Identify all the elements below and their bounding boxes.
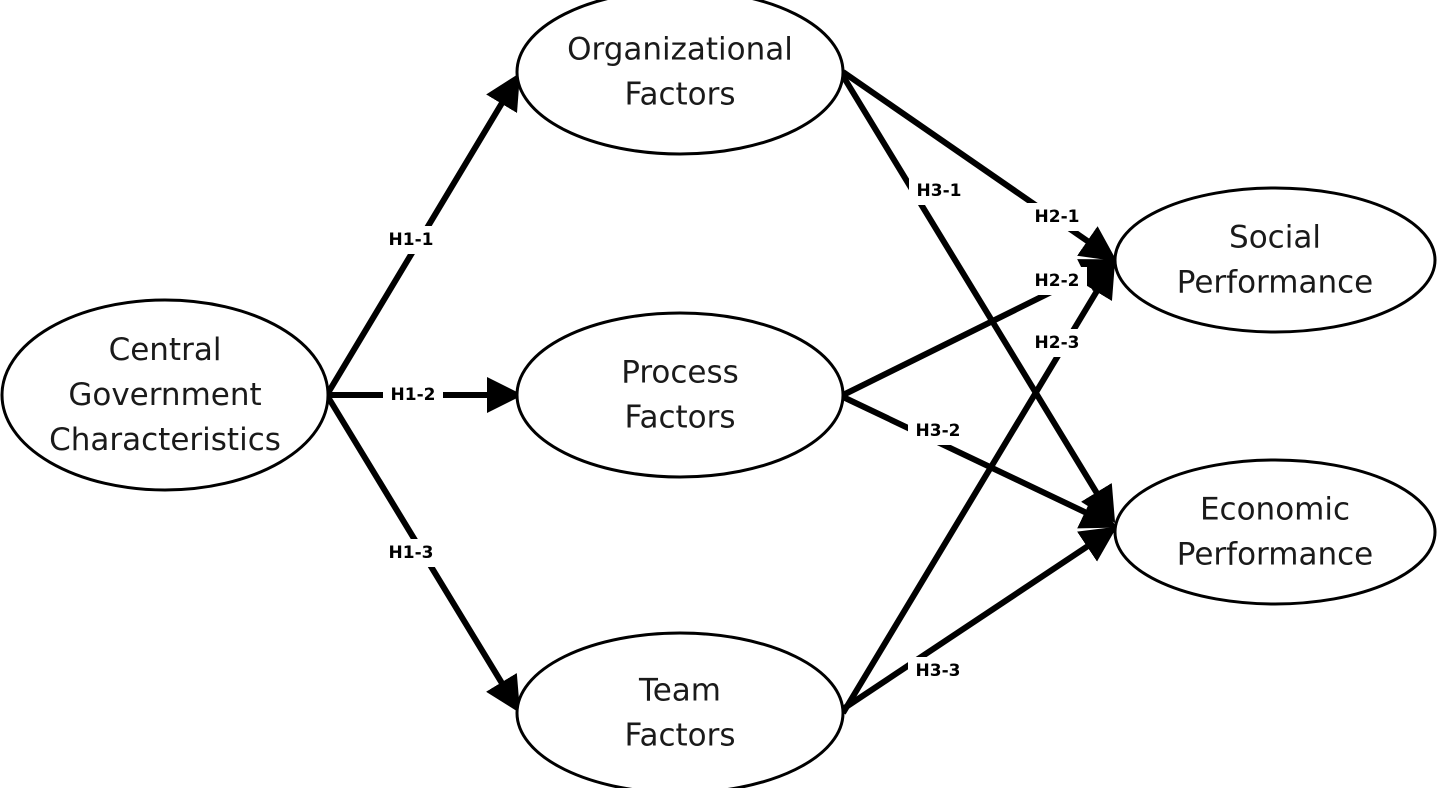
node-label-process-line-0: Process	[621, 355, 739, 391]
edge-label-background	[1027, 267, 1087, 295]
node-label-org-line-1: Factors	[624, 77, 735, 113]
edge-arrow-h3-2	[841, 394, 1118, 529]
edge-label-h3-3: H3-3	[916, 661, 961, 681]
edge-label-background	[908, 657, 968, 685]
edge-arrow-h3-1	[840, 74, 1116, 524]
edge-label-h2-3: H2-3	[1035, 333, 1080, 353]
edge-label-h2-2: H2-2	[1035, 271, 1080, 291]
edge-label-background	[381, 226, 441, 254]
node-label-social-line-0: Social	[1229, 220, 1321, 256]
node-label-team-line-0: Team	[638, 673, 721, 709]
edge-label-h1-3: H1-3	[389, 543, 434, 563]
node-label-team-line-1: Factors	[624, 718, 735, 754]
edge-label-h3-2: H3-2	[916, 421, 961, 441]
node-ellipse-org	[515, 0, 845, 156]
edge-label-background	[908, 417, 968, 445]
edge-arrow-h3-3	[841, 526, 1117, 712]
node-label-process-line-1: Factors	[624, 400, 735, 436]
node-ellipse-economic	[1113, 458, 1437, 606]
node-ellipse-central	[0, 298, 330, 492]
node-label-economic-line-0: Economic	[1200, 492, 1350, 528]
node-label-central-line-1: Government	[68, 377, 261, 413]
node-label-central-line-0: Central	[109, 332, 222, 368]
node-label-social-line-1: Performance	[1177, 265, 1373, 301]
edge-label-background	[909, 177, 969, 205]
node-label-org-line-0: Organizational	[567, 32, 793, 68]
edge-label-h3-1: H3-1	[917, 181, 962, 201]
node-label-economic-line-1: Performance	[1177, 537, 1373, 573]
edge-label-h1-2: H1-2	[391, 385, 436, 405]
node-ellipse-team	[515, 631, 845, 788]
edge-labels-layer: H1-1H1-2H1-3 H2-1H2-2H2-3 H3-1H3-2H3-3	[381, 177, 1087, 685]
node-ellipse-process	[515, 311, 845, 479]
node-label-central-line-2: Characteristics	[49, 422, 281, 458]
edge-label-h1-1: H1-1	[389, 230, 434, 250]
edge-label-background	[1027, 203, 1087, 231]
edge-label-background	[381, 539, 441, 567]
edge-label-background	[1027, 329, 1087, 357]
edge-label-background	[383, 381, 443, 409]
node-ellipse-social	[1113, 186, 1437, 334]
edge-label-h2-1: H2-1	[1035, 207, 1080, 227]
